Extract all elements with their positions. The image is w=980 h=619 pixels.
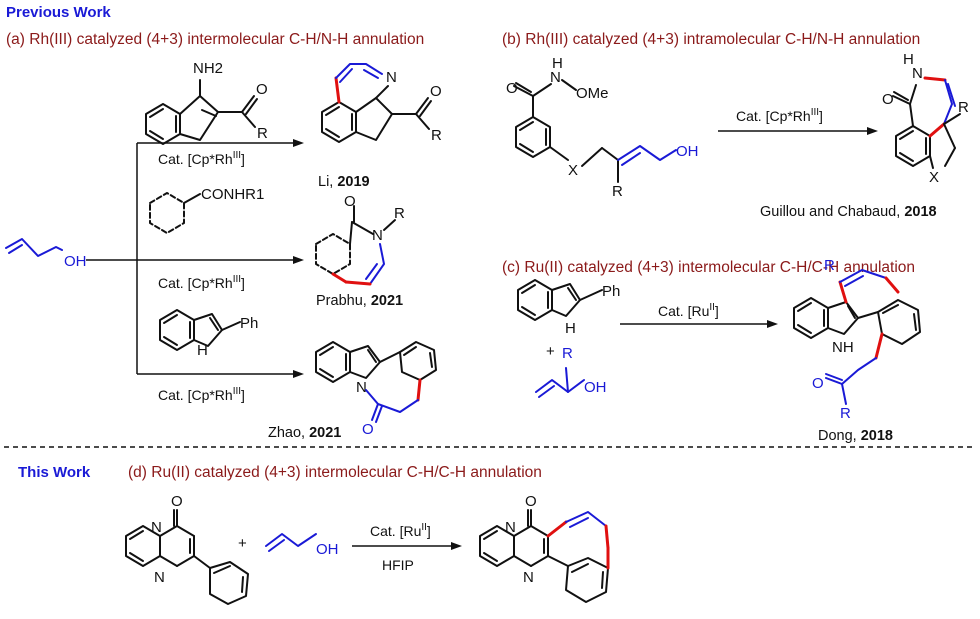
product-prabhu-2021: O N R [315, 193, 405, 286]
previous-work-heading: Previous Work [6, 4, 111, 21]
aminoindene-ketone: NH2 O R [145, 60, 268, 145]
pyridopyrimidinone-reagent: N N O [125, 493, 249, 605]
lactam-h-label-b: H [903, 51, 914, 68]
nh2-label-a: NH2 [193, 60, 223, 77]
ring-x-label-b: X [929, 169, 939, 186]
section-c-title: (c) Ru(II) catalyzed (4+3) intermolecula… [502, 259, 915, 276]
allylic-r-label-c: R [562, 345, 573, 362]
section-d-title: (d) Ru(II) catalyzed (4+3) intermolecula… [128, 464, 542, 481]
lactam-n-label: N [372, 227, 383, 244]
indole-nh-label-c: NH [832, 339, 854, 356]
carbonyl-o-label-p: O [525, 493, 537, 510]
allylic-alcohol-c: R OH [535, 345, 607, 398]
allyl-oh-label: OH [64, 253, 87, 270]
section-b-title: (b) Rh(III) catalyzed (4+3) intramolecul… [502, 31, 920, 48]
amide-h-label-b: H [552, 55, 563, 72]
allyl-alcohol-d: OH [265, 533, 339, 558]
substrate-oh-label-b: OH [676, 143, 699, 160]
catalyst-label-b: Cat. [Cp*RhIII] [736, 107, 823, 124]
carbonyl-o-label-d1: O [171, 493, 183, 510]
product-li-2019: N O R [321, 63, 442, 144]
catalyst-label-a1: Cat. [Cp*RhIII] [158, 150, 245, 167]
r1-label-a: R [257, 125, 268, 142]
ring-n-label-p2: N [523, 569, 534, 586]
product-dong-2018: NH R O R [793, 257, 921, 422]
linker-x-label-b: X [568, 162, 578, 179]
lactam-n-label-b: N [912, 65, 923, 82]
lactam-o-label-p3: O [362, 421, 374, 438]
plus-sign-d: + [238, 535, 247, 552]
substrate-b: O N H OMe X R OH [506, 55, 699, 200]
citation-li: Li, 2019 [318, 174, 370, 190]
benzamide-reagent: CONHR1 [149, 186, 264, 234]
lactam-o-label-b: O [882, 91, 894, 108]
alkene-r-label-c: R [824, 257, 835, 274]
indole-h-label-c: H [565, 320, 576, 337]
ome-label: OMe [576, 85, 609, 102]
ketone-r-label-c: R [840, 405, 851, 422]
allyl-alcohol-a: OH [5, 238, 87, 270]
azepine-n-label: N [386, 69, 397, 86]
quaternary-r-label-b: R [958, 99, 969, 116]
catalyst-label-d: Cat. [RuII] [370, 522, 431, 539]
r1-label-p2: R [394, 205, 405, 222]
catalyst-label-a2: Cat. [Cp*RhIII] [158, 274, 245, 291]
citation-prabhu: Prabhu, 2021 [316, 293, 403, 309]
ph-label-c: Ph [602, 283, 620, 300]
r1-label-p1: R [431, 127, 442, 144]
plus-sign-c: + [546, 343, 555, 360]
citation-dong: Dong, 2018 [818, 428, 893, 444]
arrowhead-c [767, 320, 778, 328]
this-work-heading: This Work [18, 464, 91, 481]
product-zhao-2021: N O [315, 341, 437, 438]
citation-zhao: Zhao, 2021 [268, 425, 341, 441]
indole-n-label-p3: N [356, 379, 367, 396]
ketone-o-label-p1: O [430, 83, 442, 100]
amide-n-label-b: N [550, 69, 561, 86]
ring-n-label-d1: N [151, 519, 162, 536]
phenylindole-reagent-a: Ph H [159, 309, 258, 359]
citation-guillou: Guillou and Chabaud, 2018 [760, 204, 937, 220]
allyl-oh-label-d: OH [316, 541, 339, 558]
lactam-o-label: O [344, 193, 356, 210]
indole-nh-label-a: H [197, 342, 208, 359]
ring-n-label-p1: N [505, 519, 516, 536]
section-a-title: (a) Rh(III) catalyzed (4+3) intermolecul… [6, 31, 424, 48]
phenylindole-reagent-c: Ph H [517, 279, 620, 337]
ketone-o-label-c: O [812, 375, 824, 392]
ketone-o-label-a: O [256, 81, 268, 98]
ph-label-a: Ph [240, 315, 258, 332]
solvent-label-d: HFIP [382, 557, 414, 573]
catalyst-label-c: Cat. [RuII] [658, 302, 719, 319]
ring-n-label-d2: N [154, 569, 165, 586]
product-this-work: N N O [479, 493, 610, 603]
branch-arrows-a [86, 139, 304, 378]
arrowhead-d [451, 542, 462, 550]
allylic-oh-label-c: OH [584, 379, 607, 396]
conhr1-label: CONHR1 [201, 186, 264, 203]
catalyst-label-a3: Cat. [Cp*RhIII] [158, 386, 245, 403]
product-b: O N H R X [882, 51, 969, 186]
amide-o-label-b: O [506, 80, 518, 97]
arrowhead-b [867, 127, 878, 135]
alkene-r-label-b: R [612, 183, 623, 200]
